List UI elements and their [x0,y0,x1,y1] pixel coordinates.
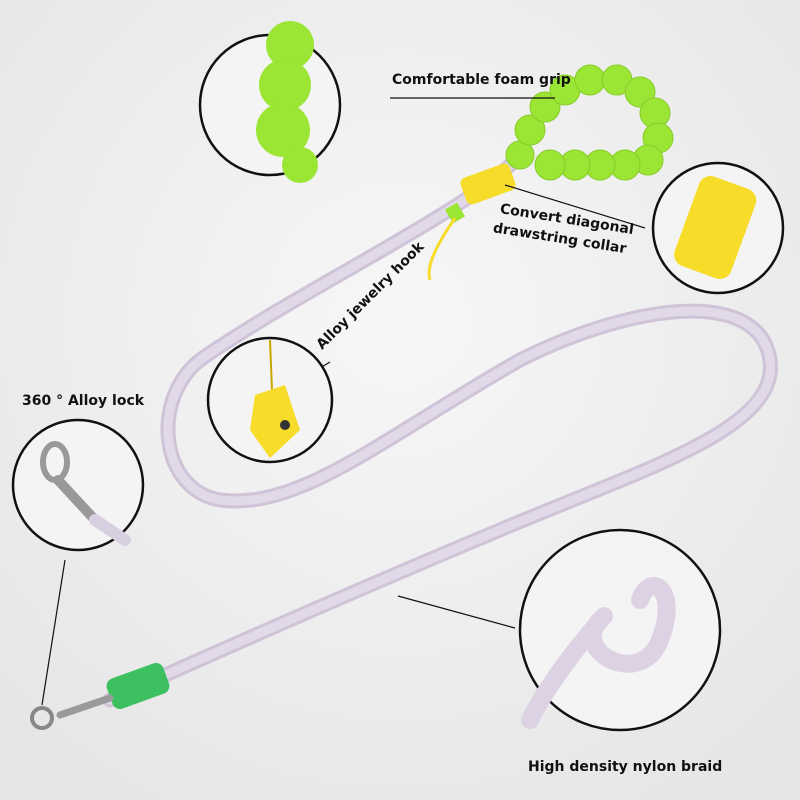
detail-foam-grip [198,21,342,183]
label-nylon-braid: High density nylon braid [528,759,722,775]
pointer-lines [41,97,646,706]
bottom-green-collar [106,662,170,710]
label-foam-grip: Comfortable foam grip [392,72,571,88]
label-alloy-lock: 360 ° Alloy lock [22,393,145,409]
detail-jewelry-hook [206,336,334,464]
detail-collar [651,161,785,295]
detail-nylon-braid [518,528,722,732]
swivel-ring [30,706,54,730]
leash-rope [102,152,778,708]
foam-handle [505,64,674,181]
hook-clasp [444,202,466,224]
hook-cord [427,217,457,281]
drawstring-collar [460,163,516,205]
detail-alloy-lock [11,418,145,552]
snap-hook [56,694,114,719]
